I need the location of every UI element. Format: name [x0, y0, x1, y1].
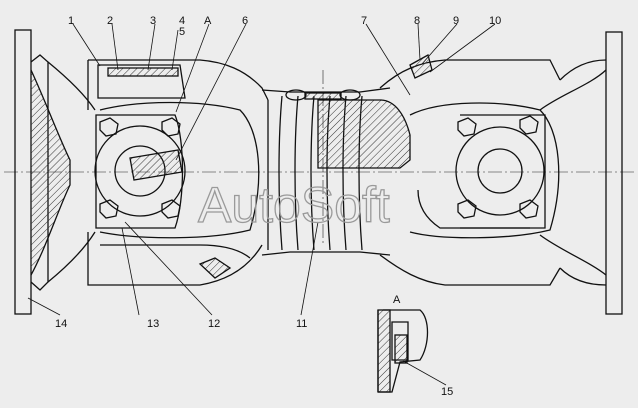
callout-labels: 1 2 3 4 5 A 6 7 8 9 10 14 13 12 11 A 15: [55, 15, 501, 398]
callout-13: 13: [147, 318, 159, 330]
right-yoke: [379, 54, 561, 286]
callout-2: 2: [107, 15, 113, 27]
callout-5: 5: [179, 26, 185, 38]
callout-1: 1: [68, 15, 74, 27]
callout-11: 11: [296, 318, 307, 330]
center-tube: [261, 87, 411, 256]
callout-8: 8: [414, 15, 420, 27]
callout-15: 15: [441, 386, 453, 398]
callout-a-top: A: [204, 15, 212, 27]
callout-6: 6: [242, 15, 248, 27]
left-yoke: [87, 59, 269, 286]
callout-3: 3: [150, 15, 156, 27]
detail-a: [377, 309, 429, 393]
left-flange: [14, 29, 96, 315]
leader-lines: [27, 23, 496, 386]
callout-7: 7: [361, 15, 367, 27]
callout-10: 10: [489, 15, 501, 27]
callout-a-detail: A: [393, 294, 401, 306]
right-flange: [539, 31, 623, 315]
watermark: AutoSoft: [198, 177, 390, 233]
callout-12: 12: [208, 318, 220, 330]
callout-9: 9: [453, 15, 459, 27]
callout-4: 4: [179, 15, 185, 27]
callout-14: 14: [55, 318, 67, 330]
